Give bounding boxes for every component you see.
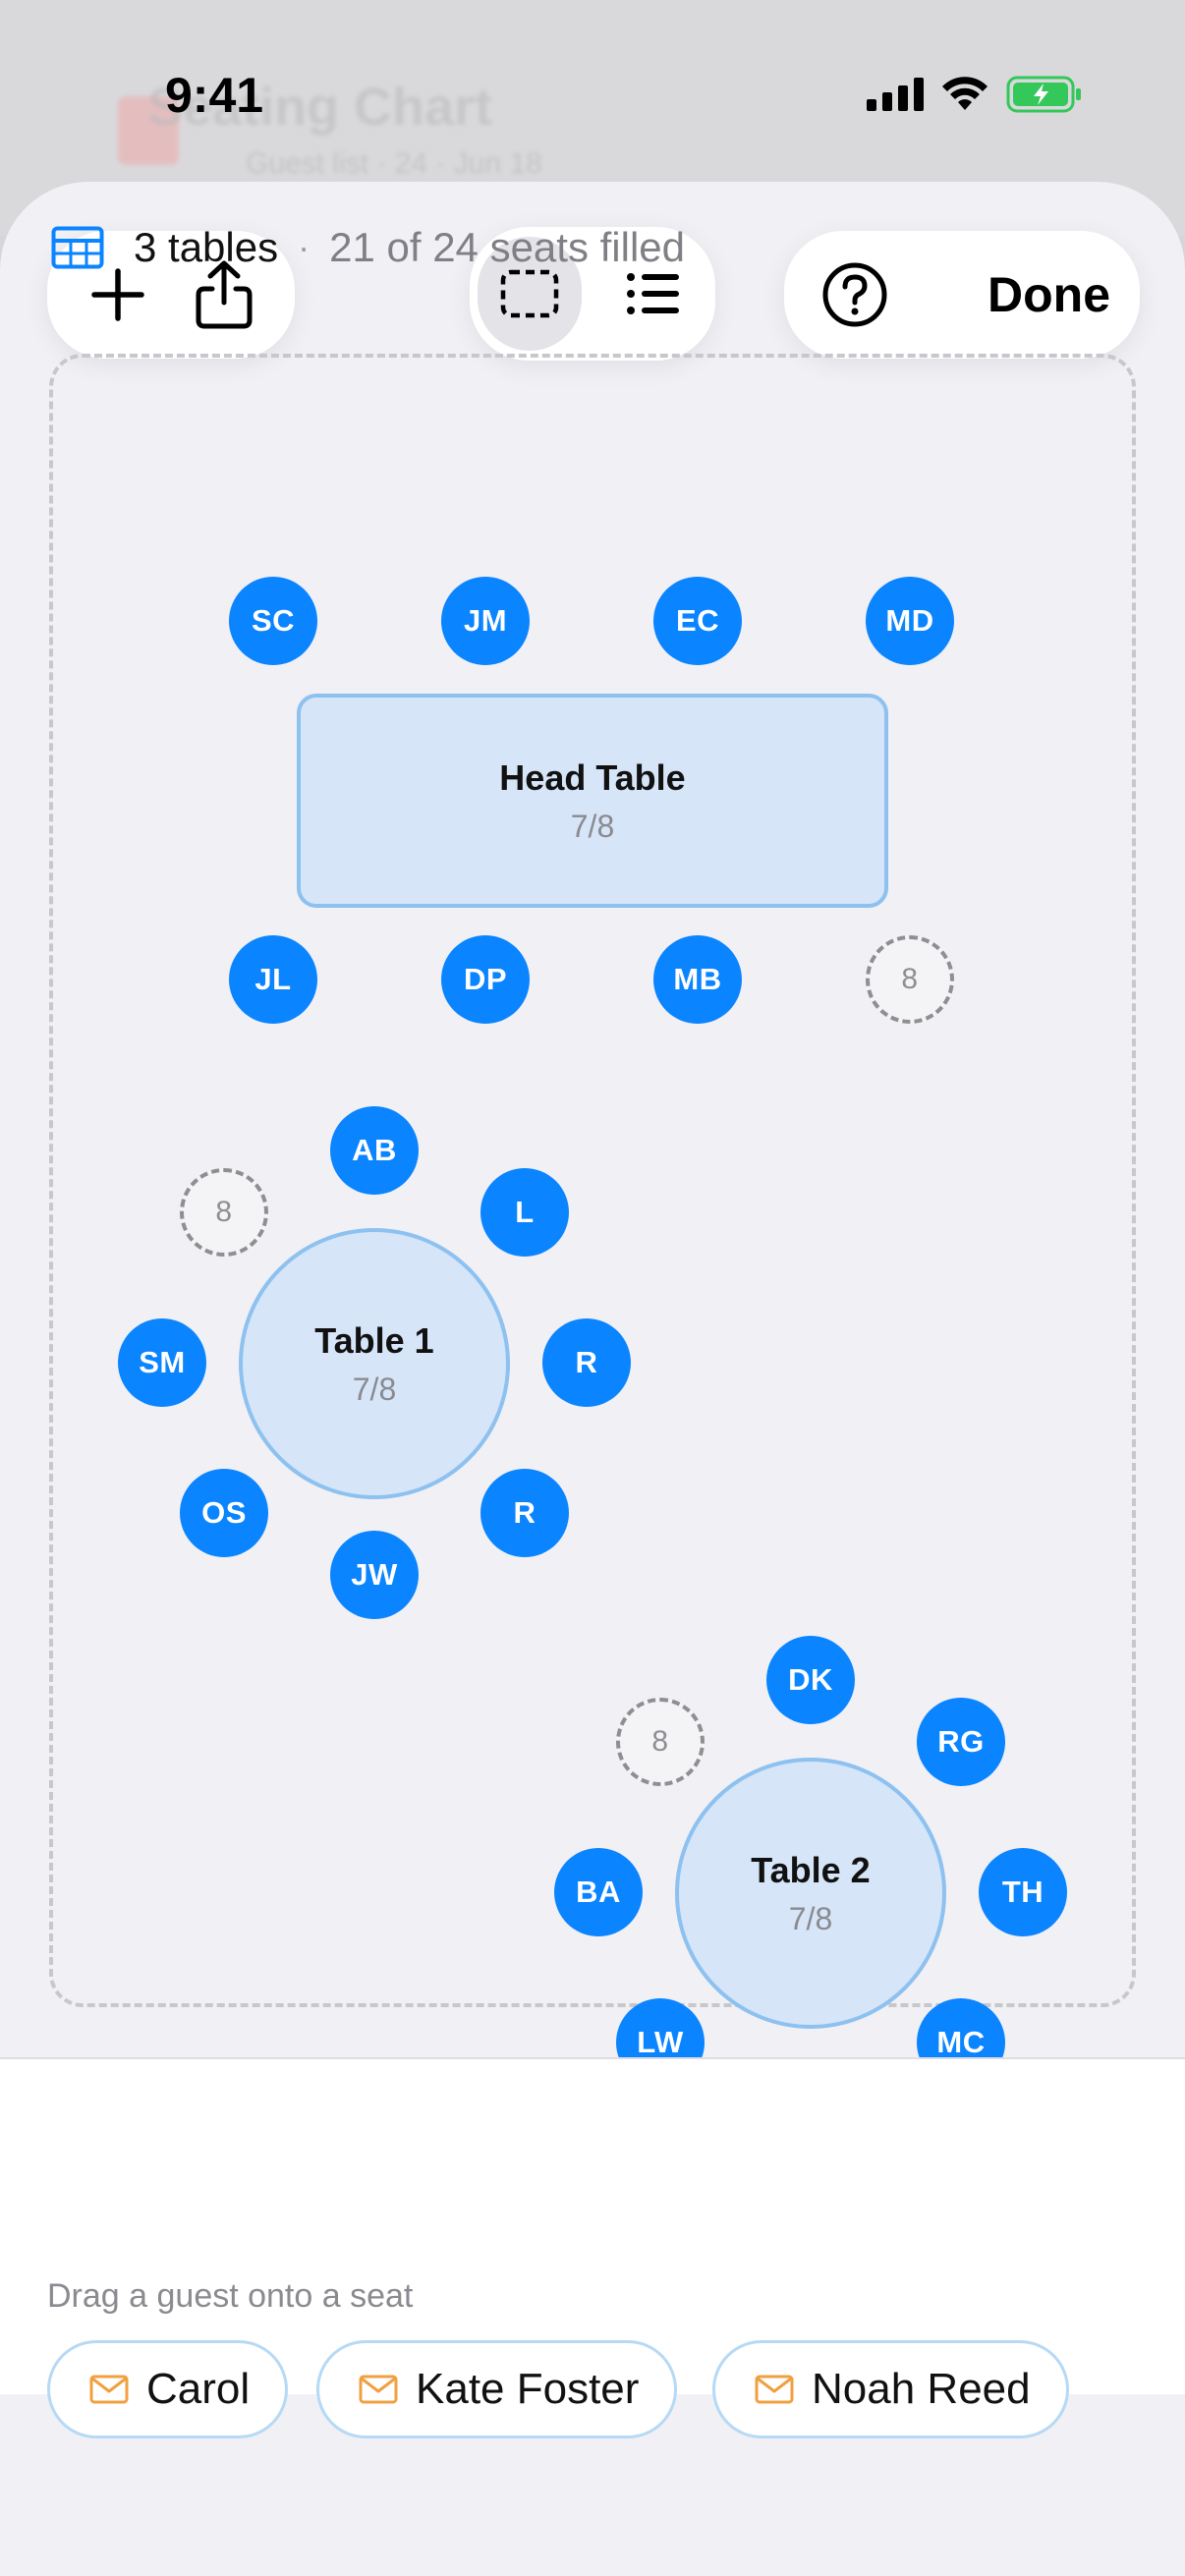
list-icon: [627, 273, 679, 314]
background-title: Seating Chart: [147, 78, 493, 137]
table-name: Table 1: [314, 1319, 434, 1361]
seat-guest[interactable]: TH: [979, 1848, 1067, 1936]
status-time: 9:41: [165, 68, 264, 123]
seat-guest[interactable]: MB: [653, 935, 742, 1024]
envelope-icon: [755, 2375, 794, 2404]
guest-chip[interactable]: Noah Reed: [712, 2340, 1069, 2438]
seat-guest[interactable]: R: [480, 1469, 569, 1557]
dashed-rect-icon: [500, 269, 559, 318]
status-icons: [867, 71, 1083, 118]
cellular-signal-icon: [867, 78, 924, 111]
seat-guest[interactable]: JL: [229, 935, 317, 1024]
guest-name: Noah Reed: [812, 2365, 1031, 2413]
background-subtitle: Guest list · 24 · Jun 18: [246, 147, 542, 180]
table-name: Table 2: [751, 1849, 871, 1890]
plus-icon: [91, 268, 144, 321]
seat-guest[interactable]: RG: [917, 1698, 1005, 1786]
help-button[interactable]: [821, 261, 888, 328]
envelope-icon: [89, 2375, 129, 2404]
table-1[interactable]: Table 1 7/8: [239, 1228, 510, 1499]
done-button[interactable]: Done: [988, 267, 1110, 322]
seat-guest[interactable]: DP: [441, 935, 530, 1024]
seat-guest[interactable]: MD: [866, 577, 954, 665]
seat-guest[interactable]: SM: [118, 1318, 206, 1407]
seat-guest[interactable]: BA: [554, 1848, 643, 1936]
table-2[interactable]: Table 2 7/8: [675, 1758, 946, 2029]
seat-empty[interactable]: 8: [616, 1698, 705, 1786]
seat-guest[interactable]: AB: [330, 1106, 419, 1195]
seat-guest[interactable]: EC: [653, 577, 742, 665]
envelope-icon: [359, 2375, 398, 2404]
view-mode-toggle: [470, 227, 715, 361]
seat-guest[interactable]: SC: [229, 577, 317, 665]
seat-guest[interactable]: R: [542, 1318, 631, 1407]
seat-guest[interactable]: JW: [330, 1531, 419, 1619]
battery-icon: [1006, 76, 1081, 113]
seat-guest[interactable]: L: [480, 1168, 569, 1257]
seating-canvas[interactable]: [49, 354, 1136, 2007]
seating-summary: 3 tables · 21 of 24 seats filled: [51, 224, 685, 271]
right-toolbar-group: Done: [784, 231, 1140, 359]
add-button[interactable]: [69, 246, 167, 344]
unseated-guest-tray: [0, 2057, 1185, 2394]
list-view-button[interactable]: [601, 237, 705, 351]
table-seat-count: 7/8: [352, 1371, 397, 1407]
canvas-view-button[interactable]: [478, 237, 582, 351]
table-count: 3 tables: [134, 224, 279, 270]
table-name: Head Table: [499, 756, 686, 798]
document-icon: [118, 96, 179, 165]
summary-separator: ·: [298, 227, 310, 267]
table-seat-count: 7/8: [570, 808, 615, 844]
head-table[interactable]: Head Table 7/8: [297, 694, 888, 908]
seats-filled: 21 of 24 seats filled: [329, 224, 686, 270]
seat-empty[interactable]: 8: [866, 935, 954, 1024]
guest-chip[interactable]: Carol: [47, 2340, 289, 2438]
wifi-icon: [942, 77, 988, 110]
seat-guest[interactable]: DK: [766, 1636, 855, 1724]
question-circle-icon: [822, 262, 887, 327]
table-seat-count: 7/8: [788, 1900, 833, 1936]
seat-guest[interactable]: OS: [180, 1469, 268, 1557]
guest-name: Carol: [146, 2365, 251, 2413]
guest-chip[interactable]: Kate Foster: [316, 2340, 678, 2438]
guest-name: Kate Foster: [416, 2365, 640, 2413]
tray-hint: Drag a guest onto a seat: [47, 2277, 414, 2315]
seat-empty[interactable]: 8: [180, 1168, 268, 1257]
seat-guest[interactable]: JM: [441, 577, 530, 665]
share-icon: [196, 260, 253, 329]
table-grid-icon: [51, 226, 104, 269]
share-button[interactable]: [175, 246, 273, 344]
